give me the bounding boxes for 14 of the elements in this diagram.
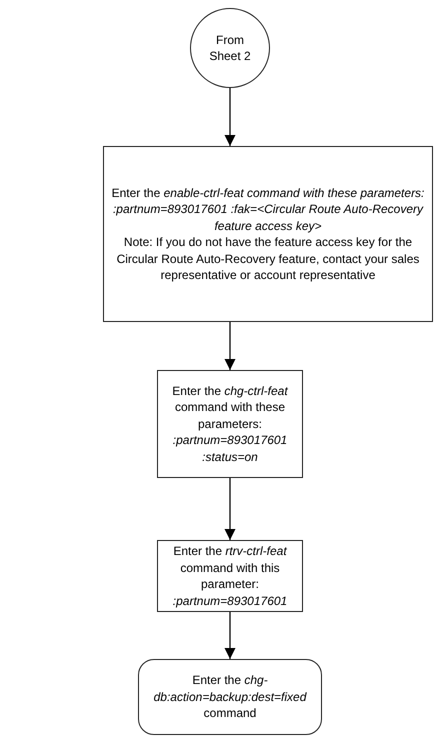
step-text: Enter the enable-ctrl-feat command with these parameters: :partnum=893017601 :fak=<Circular Route Auto-Recovery feature access key> (110, 184, 426, 234)
terminator-box (138, 659, 322, 735)
arrow (224, 478, 236, 540)
process-box (157, 540, 303, 612)
step-text: Enter the chg-db:action=backup:dest=fixed command (152, 672, 308, 722)
step-text: Enter the rtrv-ctrl-feat command with this parameter: :partnum=893017601 (172, 543, 288, 609)
arrow (224, 322, 236, 370)
process-box (103, 146, 433, 322)
note-text: Note: If you do not have the feature access key for the Circular Route Auto-Recovery feature, contact your sales representative or account representative (116, 234, 420, 284)
arrow (224, 88, 236, 146)
process-box (157, 370, 303, 478)
arrow (224, 612, 236, 659)
step-text: From Sheet 2 (208, 32, 252, 64)
step-text: Enter the chg-ctrl-feat command with these parameters: :partnum=893017601 :status=on (171, 382, 289, 466)
